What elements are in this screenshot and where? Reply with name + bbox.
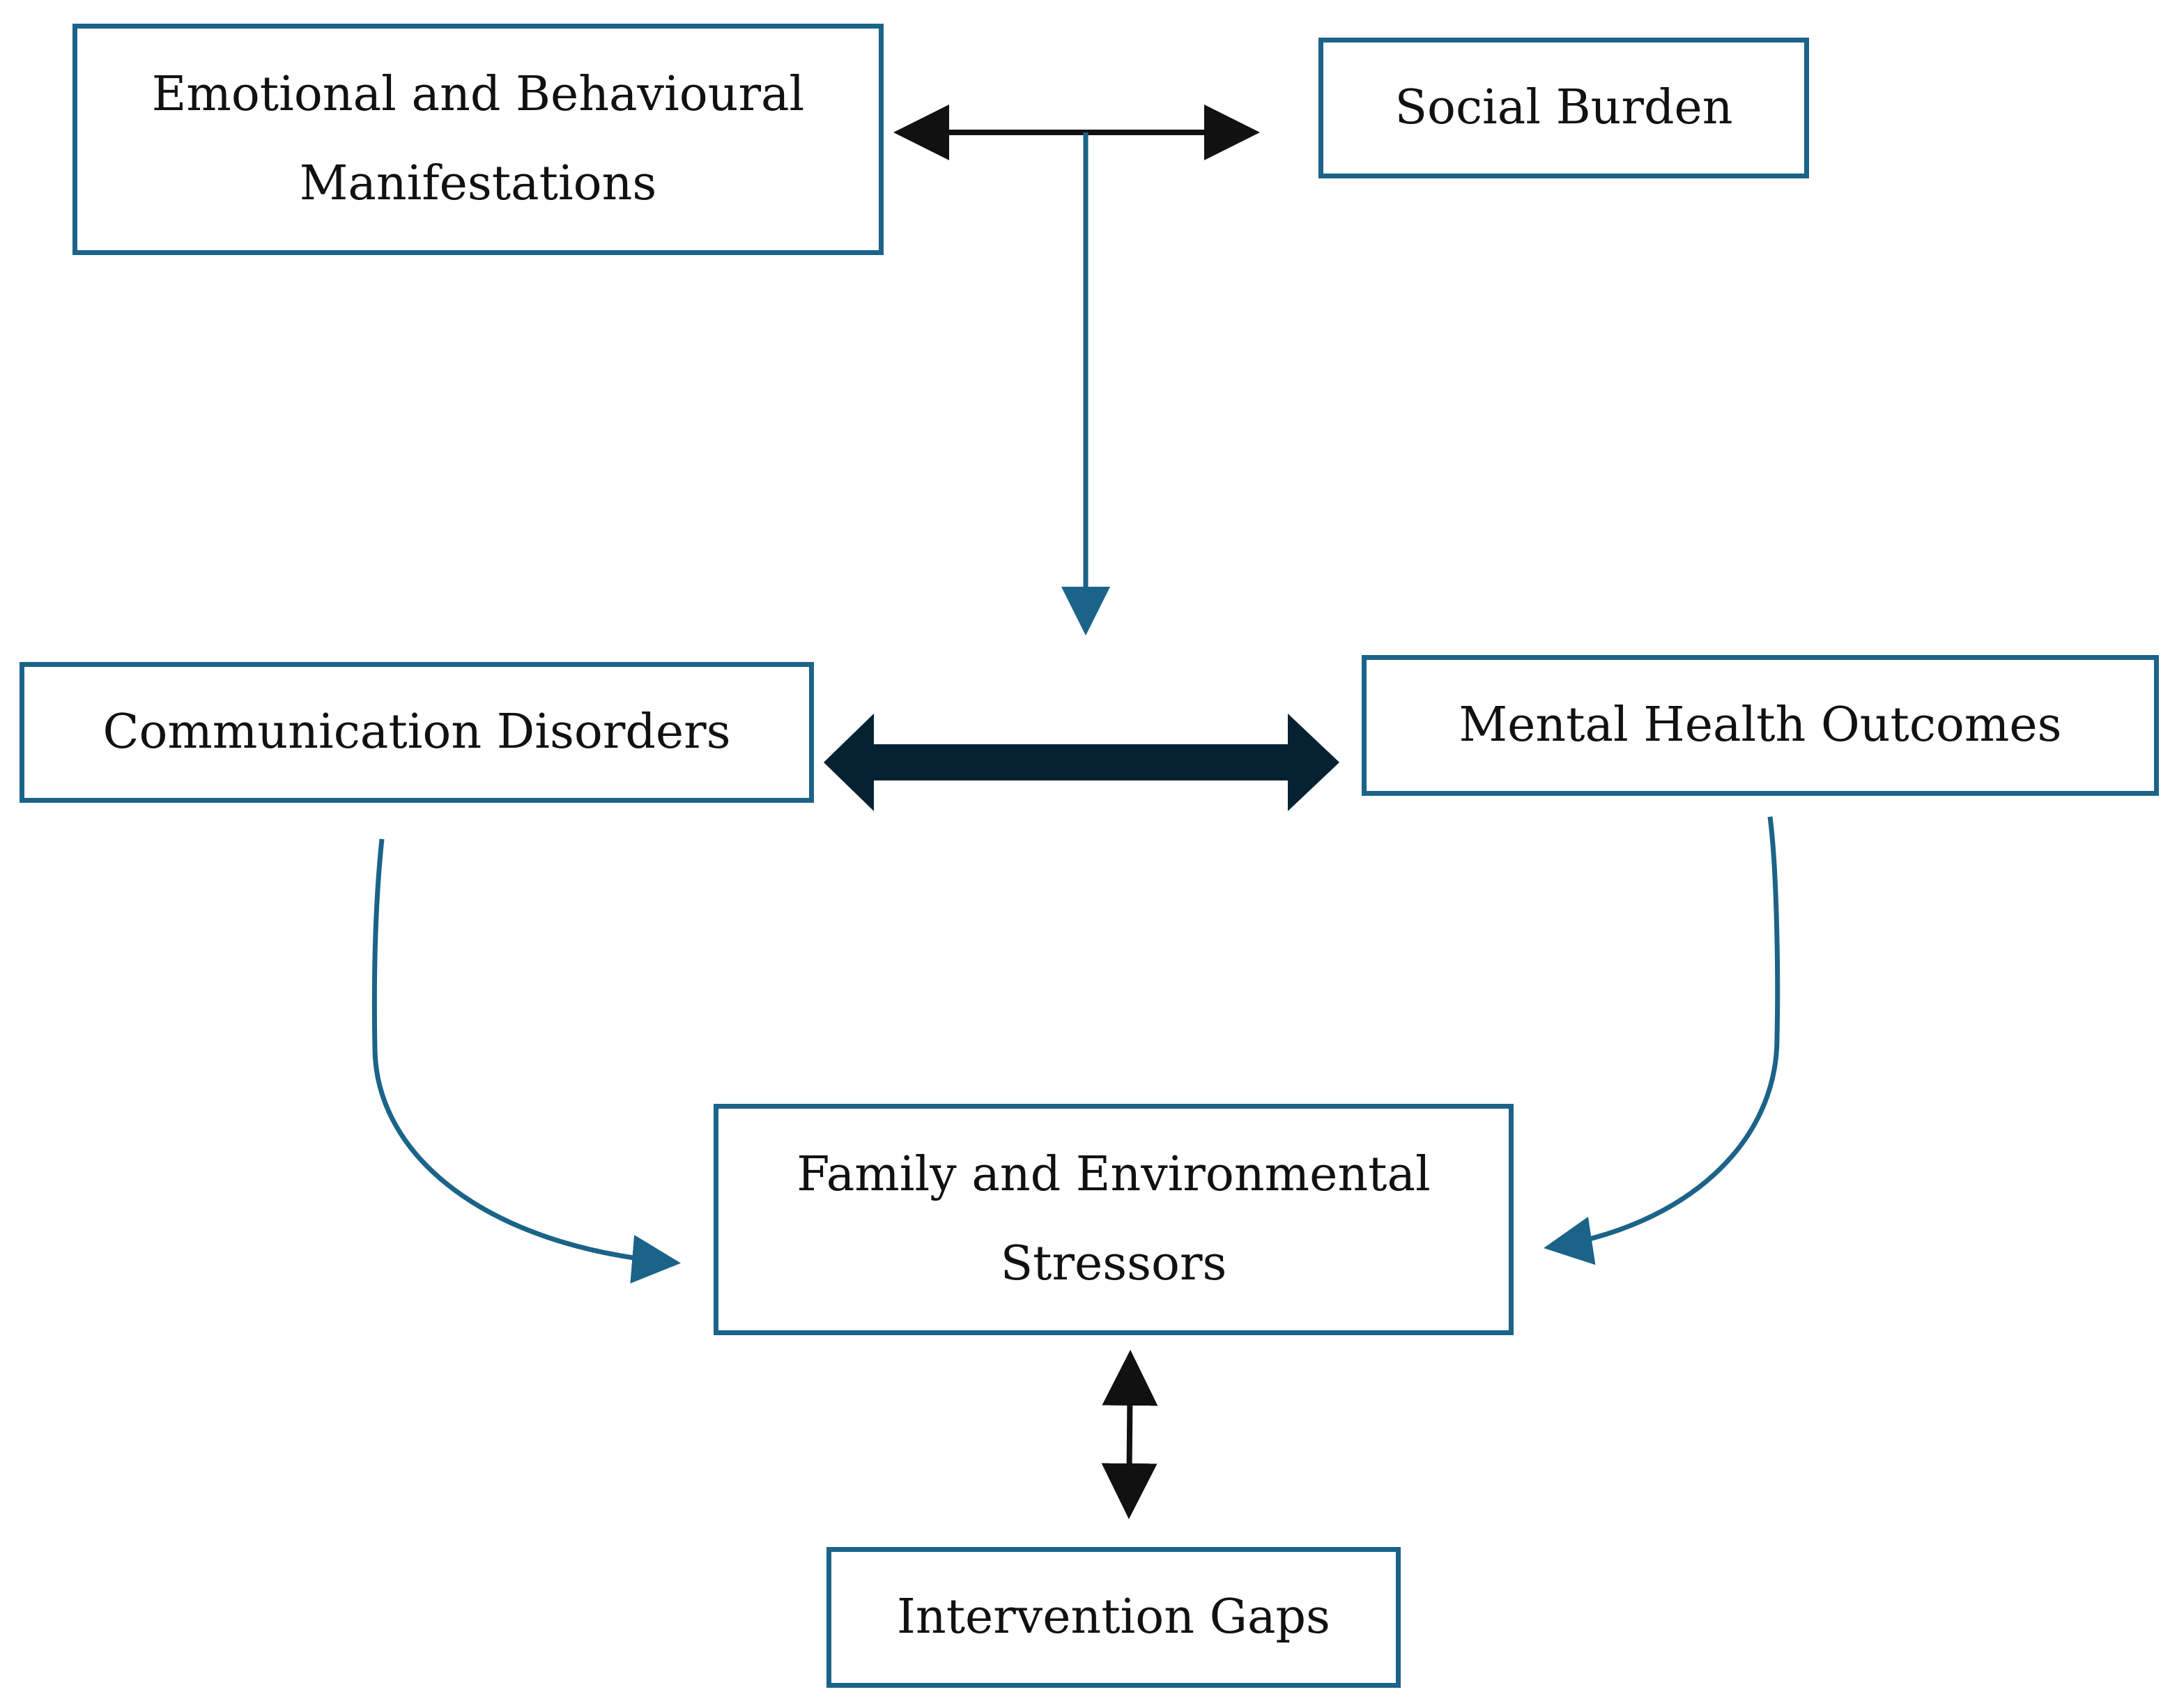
node-social-label: Social Burden [1394, 80, 1733, 135]
node-communication-label: Communication Disorders [102, 705, 731, 760]
node-intervention-gaps: Intervention Gaps [826, 1547, 1401, 1688]
node-family-environmental-stressors: Family and Environmental Stressors [714, 1104, 1514, 1335]
node-intervention-label: Intervention Gaps [897, 1590, 1330, 1645]
edge-communication-mental [824, 714, 1339, 811]
node-family-label: Family and Environmental Stressors [797, 1147, 1431, 1291]
node-social-burden: Social Burden [1318, 38, 1809, 178]
edge-mental-family [1544, 816, 1780, 1265]
node-communication-disorders: Communication Disorders [20, 662, 814, 803]
node-emotional-label: Emotional and Behavioural Manifestations [151, 67, 805, 211]
edge-communication-family [371, 838, 681, 1284]
node-mental-label: Mental Health Outcomes [1459, 698, 2062, 753]
edge-family-intervention [1101, 1350, 1158, 1519]
node-mental-health-outcomes: Mental Health Outcomes [1362, 655, 2159, 796]
node-emotional-behavioural-manifestations: Emotional and Behavioural Manifestations [72, 24, 884, 255]
